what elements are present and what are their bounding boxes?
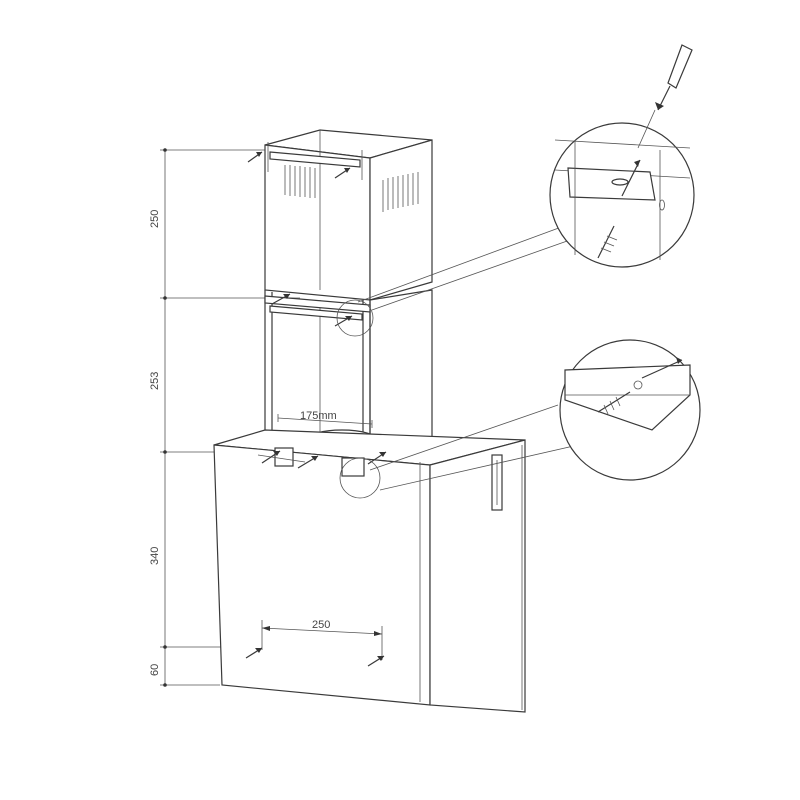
upper-chimney	[247, 129, 433, 301]
screw-icon	[245, 647, 263, 659]
top-bracket	[267, 142, 363, 180]
screw-icon	[367, 451, 387, 465]
mounting-width-label: 250	[312, 619, 330, 631]
dimension-label-60: 60	[149, 664, 161, 676]
screw-icon	[261, 450, 281, 464]
mounting-holes-dimension	[261, 620, 383, 660]
screw-icon	[247, 151, 263, 163]
wall-plug-icon	[597, 225, 618, 259]
dimension-label-340: 340	[149, 547, 161, 565]
callout-lines	[357, 221, 601, 491]
middle-chimney	[264, 289, 433, 461]
detail-view-lower	[559, 339, 701, 481]
hood-body	[213, 429, 526, 713]
vertical-dimension-line	[160, 148, 300, 687]
screwdriver-icon	[637, 44, 693, 149]
screw-icon	[367, 655, 385, 667]
dimension-label-250-upper: 250	[149, 210, 161, 228]
dimension-label-253: 253	[149, 372, 161, 390]
vent-slots-front	[284, 165, 316, 198]
detail-circle-upper	[336, 299, 374, 337]
vent-slots-side	[382, 172, 419, 212]
screw-icon	[271, 293, 291, 305]
screw-icon	[334, 167, 351, 179]
detail-view-upper	[549, 122, 695, 268]
wall-plug-icon	[597, 391, 631, 415]
screw-icon	[297, 455, 319, 469]
screw-icon	[641, 357, 683, 379]
screw-icon	[621, 159, 641, 197]
detail-circle-lower	[339, 457, 381, 499]
duct-diameter-label: 175mm	[300, 410, 337, 422]
hinge-bracket	[491, 454, 503, 511]
